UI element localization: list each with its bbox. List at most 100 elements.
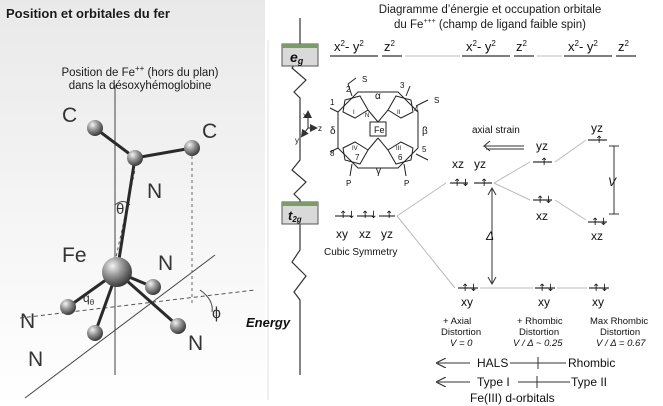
cubic-t2g-orbitals: ↑↓ ↑↓ ↑ xy xz yz Cubic Symmetry [324,210,397,258]
svg-text:Fe: Fe [374,125,385,135]
svg-text:+ Axial: + Axial [443,316,471,327]
porphyrin-labels: x y z Fe α β γ δ S S P P 1 2 3 4 5 6 7 8… [295,75,439,188]
label-n-bottom-left: N [28,348,43,371]
svg-text:↑↓: ↑↓ [592,283,609,294]
svg-text:z: z [318,124,322,133]
connector-axial-rhombic-mid [493,182,531,201]
y-axis-line [24,254,216,399]
svg-text:yz: yz [536,139,548,153]
max-rhombic-orbitals: yz ↑ ↑↓ xz V [588,121,619,243]
svg-text:IV: IV [352,146,358,152]
svg-text:V / Δ = 0.67: V / Δ = 0.67 [596,338,646,349]
svg-text:↑↓: ↑↓ [536,195,553,206]
delta-label: Δ [485,229,494,243]
delta-split: Δ [485,186,497,286]
cubic-orbital-xy: xy [336,227,348,241]
eg-label: eg [290,49,304,66]
svg-text:P: P [346,179,351,188]
pyrrole-ring-3 [387,141,414,165]
svg-text:↑↓: ↑↓ [591,217,608,228]
energy-axis [291,18,307,375]
connector-cubic-axial-bottom [396,215,456,289]
distortion-captions: + Axial Distortion V = 0 + Rhombic Disto… [441,316,648,349]
nitrogen-atom-bottom-right [170,318,186,334]
connector-cubic-axial-top [396,182,447,217]
svg-text:↑: ↑ [540,157,548,168]
phi-arc [199,289,213,313]
page-title: Position et orbitales du fer [6,6,170,21]
svg-text:x: x [303,111,307,120]
t2g-label: t2g [288,208,302,224]
porphyrin-axis-y [300,127,309,138]
svg-text:yz: yz [474,157,486,171]
phi-label: ϕ [212,305,221,322]
eg-box-accent [282,44,318,48]
svg-text:δ: δ [330,126,336,137]
eg-orbitals-group-1: x2- y2 z2 [330,39,402,57]
svg-text:↑↓: ↑↓ [453,178,470,189]
porphyrin-fe-center [369,121,387,137]
eg-z2-label-2: z2 [516,39,528,54]
svg-text:xz: xz [536,209,548,223]
bond-c1-n [94,126,136,160]
svg-text:xy: xy [538,295,550,309]
pyrrole-ring-1 [342,95,369,119]
svg-text:8: 8 [330,149,335,158]
d-orbitals-caption: Fe(III) d-orbitals [470,391,555,405]
svg-text:↑↓: ↑↓ [538,283,555,294]
connector-axial-rhombic-top [493,161,531,184]
t2g-box-accent [282,202,318,206]
svg-text:β: β [422,126,428,137]
label-n-bottom-right: N [188,332,203,355]
q-label: qθ [83,291,95,307]
svg-text:↑: ↑ [480,178,488,189]
svg-text:y: y [295,136,299,145]
svg-text:γ: γ [376,166,381,177]
axial-top-orbitals: xz yz ↑↓ ↑ [450,157,492,189]
svg-text:2: 2 [346,85,351,94]
label-n-left: N [20,310,35,333]
iron-atom [102,257,132,287]
v-label: V [608,175,617,189]
classification-legend: HALS Rhombic Type I Type II Fe(III) d-or… [438,356,615,405]
svg-text:xz: xz [591,229,603,243]
eg-x2y2-label-3: x2- y2 [568,39,598,54]
carbon-atom-1 [87,120,103,136]
rhombic-orbitals: yz ↑ ↑↓ xz [533,139,553,223]
svg-text:Distortion: Distortion [441,327,481,338]
energy-diagram: eg t2g Energy x2- y2 z2 x2- y2 z2 x2- y2… [246,18,648,405]
svg-text:V / Δ ~ 0.25: V / Δ ~ 0.25 [513,338,563,349]
svg-text:xz: xz [452,157,464,171]
svg-text:II: II [397,110,401,116]
cubic-orbital-yz: yz [381,227,393,241]
label-n-top: N [147,180,162,203]
svg-text:S: S [434,96,439,105]
connector-rhombic-max-bottom [554,199,587,221]
svg-text:Distortion: Distortion [600,327,640,338]
svg-text:7: 7 [355,153,360,162]
legend-type-1: Type I [477,375,510,389]
eg-x2y2-label-2: x2- y2 [466,39,496,54]
axial-strain-arrow [482,140,524,152]
label-fe: Fe [62,244,87,267]
bottom-xy-orbitals: ↑↓ xy ↑↓ xy ↑↓ xy [458,283,609,309]
svg-text:6: 6 [398,153,403,162]
svg-text:III: III [396,146,401,152]
bond-c2-n [134,146,193,160]
eg-x2y2-label-1: x2- y2 [334,39,364,54]
nitrogen-atom-left [60,299,76,315]
porphyrin-schematic [300,77,429,177]
cubic-symmetry-label: Cubic Symmetry [324,247,397,258]
svg-text:Max Rhombic: Max Rhombic [590,316,648,327]
fe-position-caption: Position de Fe++ (hors du plan) dans la … [61,64,219,92]
legend-hals: HALS [477,356,508,370]
svg-text:1: 1 [330,98,335,107]
svg-text:↑↓: ↑↓ [361,210,378,221]
label-c2: C [202,120,217,143]
svg-text:yz: yz [591,121,603,135]
svg-text:4: 4 [414,105,419,114]
legend-rhombic: Rhombic [568,356,615,370]
label-n-right: N [158,252,173,275]
bond-n-fe [115,157,137,273]
carbon-atom-2 [184,140,200,156]
